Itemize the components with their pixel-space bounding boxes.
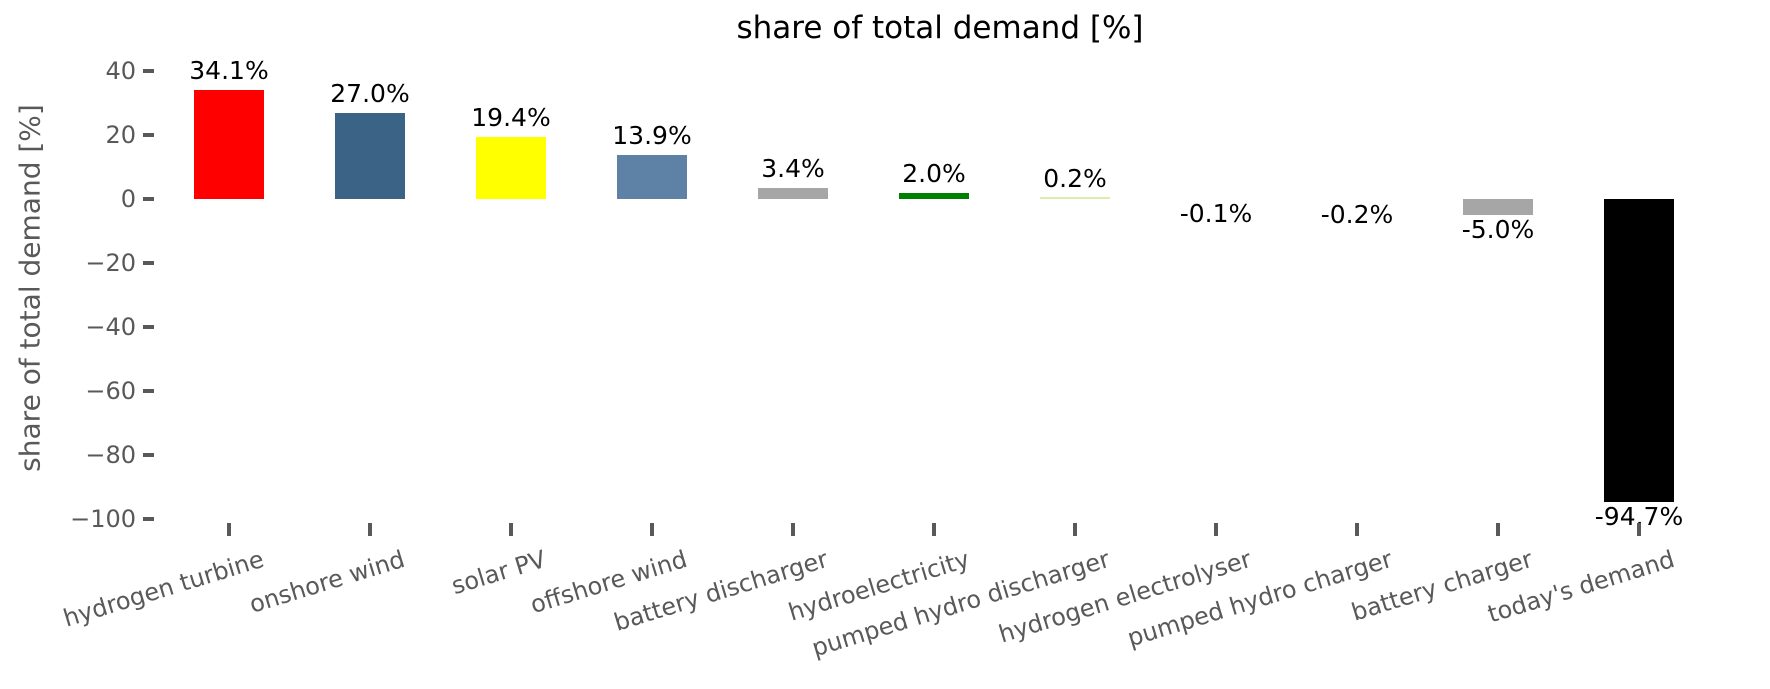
bar-hydrogen-turbine — [194, 90, 264, 199]
x-tick-mark — [650, 523, 654, 536]
y-tick-mark — [143, 197, 154, 201]
y-tick-label: −20 — [85, 249, 136, 277]
y-tick-mark — [143, 261, 154, 265]
y-tick-label: −60 — [85, 377, 136, 405]
chart-title: share of total demand [%] — [736, 10, 1144, 46]
y-tick-mark — [143, 325, 154, 329]
y-tick-mark — [143, 453, 154, 457]
bar-value-label-hydrogen-electrolyser: -0.1% — [1179, 199, 1253, 229]
bar-value-label-pumped-hydro-discharger: 0.2% — [1043, 164, 1107, 194]
bar-hydroelectricity — [899, 193, 969, 199]
y-tick-label: −80 — [85, 441, 136, 469]
x-tick-mark — [1214, 523, 1218, 536]
bar-battery-charger — [1463, 199, 1533, 215]
x-tick-label-hydrogen-turbine: hydrogen turbine — [60, 545, 268, 633]
bar-value-label-battery-discharger: 3.4% — [761, 154, 825, 184]
bar-value-label-pumped-hydro-charger: -0.2% — [1320, 199, 1394, 229]
bar-today-s-demand — [1604, 199, 1674, 502]
x-tick-mark — [932, 523, 936, 536]
x-tick-mark — [1073, 523, 1077, 536]
bar-value-label-battery-charger: -5.0% — [1461, 215, 1535, 244]
x-tick-mark — [1496, 523, 1500, 536]
y-tick-mark — [143, 69, 154, 73]
bar-solar-pv — [476, 137, 546, 199]
bar-value-label-onshore-wind: 27.0% — [330, 78, 410, 108]
x-tick-mark — [1355, 523, 1359, 536]
x-tick-mark — [227, 523, 231, 536]
bar-offshore-wind — [617, 155, 687, 199]
x-tick-mark — [368, 523, 372, 536]
y-tick-mark — [143, 133, 154, 137]
bar-onshore-wind — [335, 113, 405, 199]
y-tick-mark — [143, 389, 154, 393]
bar-value-label-hydroelectricity: 2.0% — [902, 158, 966, 188]
y-tick-label: 20 — [105, 121, 136, 149]
y-tick-label: 40 — [105, 57, 136, 85]
bar-value-label-solar-pv: 19.4% — [471, 102, 551, 132]
y-tick-mark — [143, 517, 154, 521]
bar-battery-discharger — [758, 188, 828, 199]
y-axis-label: share of total demand [%] — [13, 104, 47, 472]
y-tick-label: −100 — [70, 505, 136, 533]
bar-value-label-offshore-wind: 13.9% — [612, 120, 692, 150]
x-tick-mark — [1637, 523, 1641, 536]
bar-value-label-hydrogen-turbine: 34.1% — [189, 55, 269, 85]
bar-pumped-hydro-discharger — [1040, 197, 1110, 199]
x-tick-mark — [791, 523, 795, 536]
y-tick-label: −40 — [85, 313, 136, 341]
x-tick-mark — [509, 523, 513, 536]
x-tick-label-onshore-wind: onshore wind — [246, 545, 409, 619]
y-tick-label: 0 — [120, 185, 136, 213]
